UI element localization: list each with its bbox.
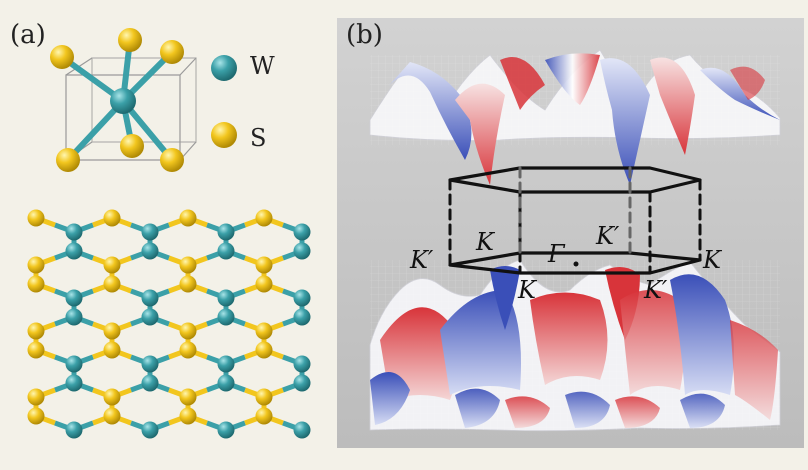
conduction-band <box>369 49 781 185</box>
w-atom <box>110 88 136 114</box>
lattice-w-atom <box>217 355 235 373</box>
lattice-s-atom <box>255 275 273 293</box>
lattice-s-atom <box>179 322 197 340</box>
lattice-w-atom <box>293 421 311 439</box>
lattice-w-atom <box>65 374 83 392</box>
lattice-w-atom <box>65 308 83 326</box>
lattice-s-atom <box>27 341 45 359</box>
lattice-s-atom <box>103 388 121 406</box>
k-point-label: K <box>476 228 494 256</box>
lattice-s-atom <box>103 275 121 293</box>
lattice-s-atom <box>255 209 273 227</box>
s-atom <box>50 45 74 69</box>
lattice-s-atom <box>27 209 45 227</box>
lattice-w-atom <box>217 242 235 260</box>
lattice-w-atom <box>217 289 235 307</box>
lattice-s-atom <box>103 341 121 359</box>
lattice-s-atom <box>103 407 121 425</box>
s-atom <box>118 28 142 52</box>
lattice-w-atom <box>65 242 83 260</box>
lattice-s-atom <box>27 256 45 274</box>
lattice-w-atom <box>293 355 311 373</box>
lattice-w-atom <box>141 374 159 392</box>
lattice-w-atom <box>65 355 83 373</box>
k-prime-point-label: K′ <box>596 222 620 250</box>
lattice-w-atom <box>65 421 83 439</box>
lattice-s-atom <box>103 256 121 274</box>
band-structure-panel <box>337 18 804 448</box>
k-point-label: K <box>703 246 721 274</box>
unit-cell <box>50 28 197 172</box>
gamma-point-label: Γ <box>548 240 565 268</box>
lattice-w-atom <box>217 374 235 392</box>
lattice-w-atom <box>293 308 311 326</box>
honeycomb-lattice <box>27 209 311 439</box>
lattice-w-atom <box>293 374 311 392</box>
lattice-s-atom <box>179 275 197 293</box>
lattice-s-atom <box>255 407 273 425</box>
legend-s-label: S <box>250 124 267 152</box>
s-atom <box>56 148 80 172</box>
k-prime-point-label: K′ <box>410 246 434 274</box>
legend-w-label: W <box>250 52 275 80</box>
lattice-s-atom <box>27 322 45 340</box>
lattice-w-atom <box>141 242 159 260</box>
panel-b-label: (b) <box>346 20 383 50</box>
lattice-w-atom <box>217 421 235 439</box>
valence-band <box>369 259 781 432</box>
lattice-w-atom <box>141 223 159 241</box>
s-atom <box>160 148 184 172</box>
lattice-w-atom <box>65 223 83 241</box>
lattice-w-atom <box>141 355 159 373</box>
brillouin-zone <box>448 166 702 275</box>
lattice-w-atom <box>141 289 159 307</box>
panel-a-label: (a) <box>10 20 46 50</box>
lattice-s-atom <box>179 407 197 425</box>
legend-w-atom <box>211 55 237 81</box>
lattice-w-atom <box>293 289 311 307</box>
legend-s-atom <box>211 122 237 148</box>
lattice-w-atom <box>65 289 83 307</box>
k-prime-point-label: K′ <box>644 276 668 304</box>
lattice-s-atom <box>179 209 197 227</box>
lattice-s-atom <box>255 388 273 406</box>
lattice-s-atom <box>179 256 197 274</box>
lattice-w-atom <box>217 308 235 326</box>
lattice-s-atom <box>255 256 273 274</box>
lattice-w-atom <box>293 242 311 260</box>
lattice-s-atom <box>27 275 45 293</box>
lattice-s-atom <box>103 209 121 227</box>
lattice-s-atom <box>255 322 273 340</box>
lattice-w-atom <box>217 223 235 241</box>
lattice-w-atom <box>141 421 159 439</box>
lattice-s-atom <box>179 341 197 359</box>
lattice-s-atom <box>27 388 45 406</box>
s-atom <box>120 134 144 158</box>
k-point-label: K <box>518 276 536 304</box>
s-atom <box>160 40 184 64</box>
lattice-s-atom <box>27 407 45 425</box>
lattice-w-atom <box>141 308 159 326</box>
lattice-w-atom <box>293 223 311 241</box>
lattice-s-atom <box>179 388 197 406</box>
lattice-s-atom <box>255 341 273 359</box>
lattice-s-atom <box>103 322 121 340</box>
